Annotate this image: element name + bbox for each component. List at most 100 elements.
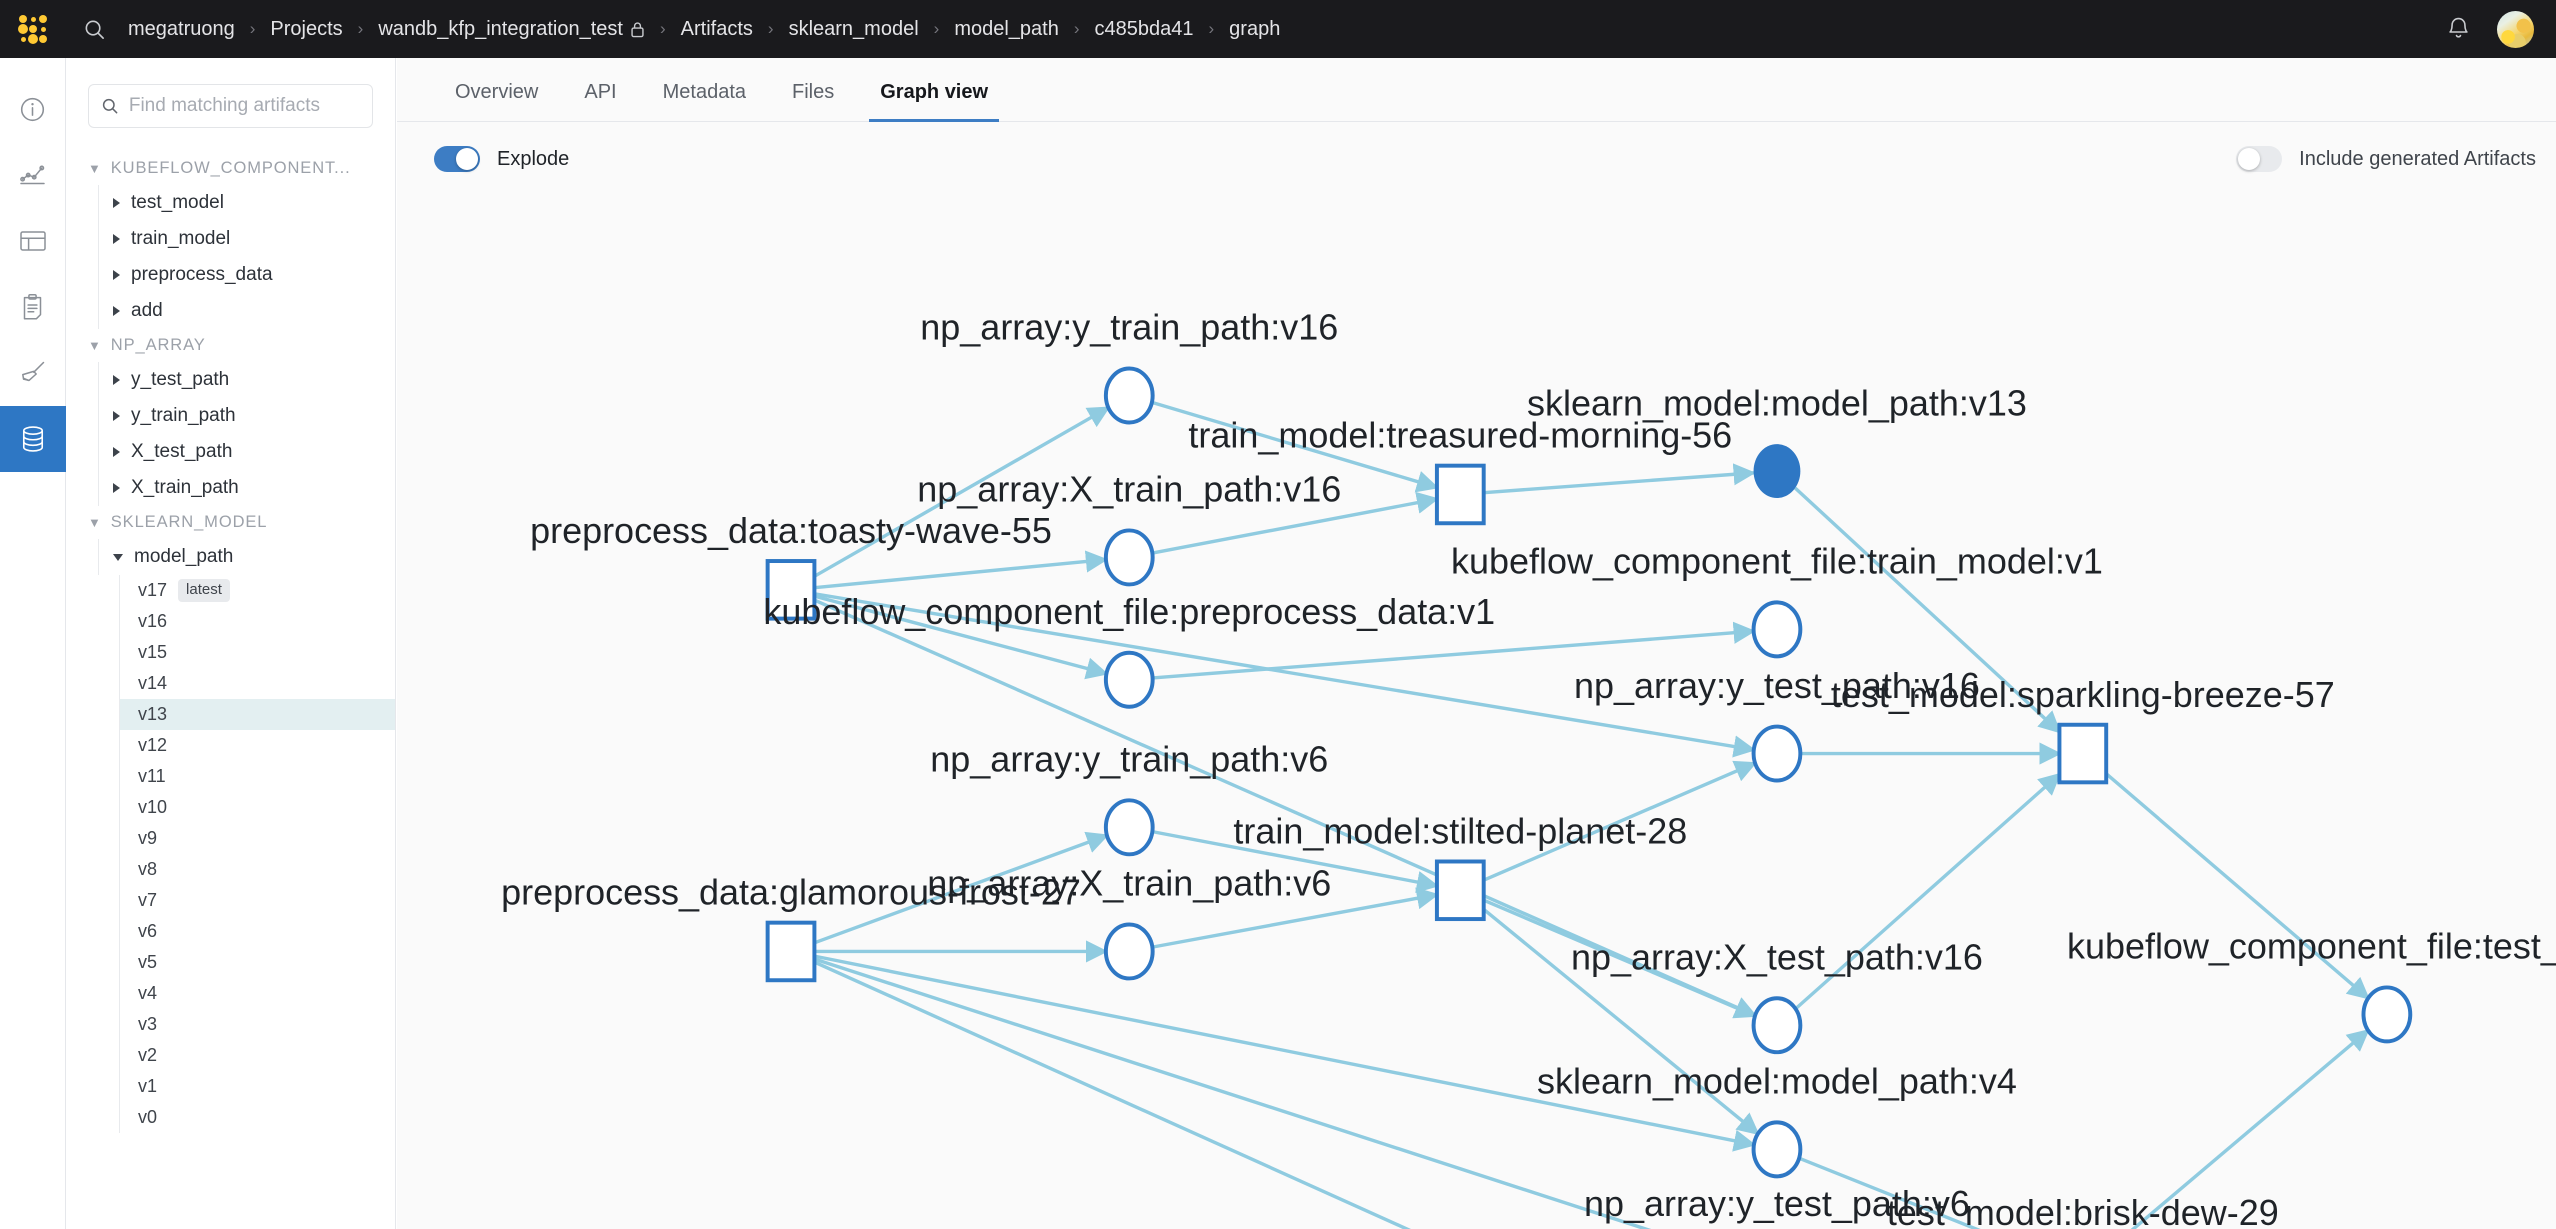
version-item-v3[interactable]: v3 bbox=[120, 1009, 395, 1040]
tree-group-sklearn-model[interactable]: ▼ SKLEARN_MODEL bbox=[66, 506, 395, 539]
graph-canvas[interactable]: preprocess_data:toasty-wave-55 np_array:y… bbox=[397, 194, 2556, 1229]
sidebar-item-tables[interactable] bbox=[0, 208, 66, 274]
version-item-v14[interactable]: v14 bbox=[120, 668, 395, 699]
graph-node-xte16[interactable]: np_array:X_test_path:v16 bbox=[1571, 936, 1983, 1055]
sidebar-item-artifacts[interactable] bbox=[0, 406, 66, 472]
version-item-v1[interactable]: v1 bbox=[120, 1071, 395, 1102]
version-item-v13[interactable]: v13 bbox=[120, 699, 395, 730]
graph-node-yte6[interactable]: np_array:y_test_path:v6 bbox=[1584, 1183, 1970, 1229]
graph-node-kcftr[interactable]: kubeflow_component_file:train_model:v1 bbox=[1451, 541, 2103, 659]
tab-metadata[interactable]: Metadata bbox=[662, 81, 746, 103]
tree-item-test-model[interactable]: test_model bbox=[99, 185, 395, 221]
tab-files[interactable]: Files bbox=[792, 81, 835, 103]
sidebar-item-charts[interactable] bbox=[0, 142, 66, 208]
version-item-v7[interactable]: v7 bbox=[120, 885, 395, 916]
tree-item-label: y_test_path bbox=[131, 369, 230, 390]
graph-node-tm28[interactable]: train_model:stilted-planet-28 bbox=[1233, 810, 1687, 922]
graph-node-tm56[interactable]: train_model:treasured-morning-56 bbox=[1188, 415, 1732, 526]
run-node-shape[interactable] bbox=[1434, 463, 1486, 526]
artifact-node-shape[interactable] bbox=[1103, 922, 1155, 981]
version-item-v0[interactable]: v0 bbox=[120, 1102, 395, 1133]
run-node-shape[interactable] bbox=[2057, 722, 2109, 785]
version-item-v16[interactable]: v16 bbox=[120, 606, 395, 637]
graph-node-kcfte[interactable]: kubeflow_component_file:test_model:v1 bbox=[2067, 926, 2556, 1044]
sidebar-item-sweeps[interactable] bbox=[0, 340, 66, 406]
version-item-v6[interactable]: v6 bbox=[120, 916, 395, 947]
graph-node-xtr6[interactable]: np_array:X_train_path:v6 bbox=[927, 863, 1331, 981]
artifact-node-shape[interactable] bbox=[1751, 600, 1803, 659]
tree-item-preprocess-data[interactable]: preprocess_data bbox=[99, 257, 395, 293]
breadcrumb-item-7[interactable]: graph bbox=[1229, 17, 1281, 40]
graph-node-tm29[interactable]: test_model:brisk-dew-29 bbox=[1887, 1192, 2279, 1229]
chevron-down-icon: ▼ bbox=[88, 161, 102, 176]
tab-graph-view[interactable]: Graph view bbox=[857, 81, 1011, 122]
run-node-shape[interactable] bbox=[765, 559, 817, 621]
run-node-shape[interactable] bbox=[765, 920, 817, 983]
breadcrumb-item-3[interactable]: Artifacts bbox=[680, 17, 753, 40]
breadcrumb-item-6[interactable]: c485bda41 bbox=[1094, 17, 1194, 40]
sidebar-item-info[interactable] bbox=[0, 76, 66, 142]
breadcrumb-item-0[interactable]: megatruong bbox=[128, 17, 235, 40]
graph-node-kcfpd[interactable]: kubeflow_component_file:preprocess_data:… bbox=[763, 591, 1495, 709]
version-item-v15[interactable]: v15 bbox=[120, 637, 395, 668]
global-search-button[interactable] bbox=[66, 0, 122, 58]
artifact-node-shape[interactable] bbox=[1753, 444, 1801, 499]
artifact-node-shape[interactable] bbox=[1751, 996, 1803, 1055]
artifact-node-shape[interactable] bbox=[1103, 366, 1155, 425]
artifact-node-shape[interactable] bbox=[1751, 1120, 1803, 1179]
graph-node-label: np_array:y_train_path:v16 bbox=[920, 307, 1338, 348]
tree-group-label: KUBEFLOW_COMPONENT... bbox=[110, 159, 351, 177]
sidebar-item-reports[interactable] bbox=[0, 274, 66, 340]
graph-edge bbox=[1151, 829, 1440, 893]
tree-group-np-array[interactable]: ▼ NP_ARRAY bbox=[66, 329, 395, 362]
graph-node-pd27[interactable]: preprocess_data:glamorous-frost-27 bbox=[501, 872, 1081, 983]
artifact-node-shape[interactable] bbox=[1103, 650, 1155, 709]
tab-api[interactable]: API bbox=[584, 81, 617, 103]
bell-icon[interactable] bbox=[2446, 16, 2471, 42]
tree-item-x-train-path[interactable]: X_train_path bbox=[99, 470, 395, 506]
artifact-lineage-graph[interactable]: preprocess_data:toasty-wave-55 np_array:y… bbox=[397, 194, 2556, 1229]
graph-node-pd55[interactable]: preprocess_data:toasty-wave-55 bbox=[530, 510, 1052, 621]
run-node-shape[interactable] bbox=[1434, 859, 1486, 922]
artifact-search[interactable] bbox=[88, 84, 373, 128]
artifact-node-shape[interactable] bbox=[2361, 985, 2413, 1044]
tree-item-x-test-path[interactable]: X_test_path bbox=[99, 434, 395, 470]
graph-node-smp4[interactable]: sklearn_model:model_path:v4 bbox=[1537, 1061, 2017, 1179]
explode-toggle[interactable] bbox=[434, 146, 480, 172]
search-input[interactable] bbox=[128, 95, 360, 117]
breadcrumb-item-4[interactable]: sklearn_model bbox=[788, 17, 919, 40]
version-item-v12[interactable]: v12 bbox=[120, 730, 395, 761]
graph-node-xtr16[interactable]: np_array:X_train_path:v16 bbox=[917, 469, 1341, 587]
artifact-node-shape[interactable] bbox=[1103, 528, 1155, 587]
version-item-v8[interactable]: v8 bbox=[120, 854, 395, 885]
tree-group-kubeflow-component[interactable]: ▼ KUBEFLOW_COMPONENT... bbox=[66, 152, 395, 185]
version-item-v11[interactable]: v11 bbox=[120, 761, 395, 792]
include-generated-toggle[interactable] bbox=[2236, 146, 2283, 172]
app-logo-button[interactable] bbox=[0, 0, 66, 58]
version-label: v14 bbox=[138, 673, 168, 693]
breadcrumb-item-2[interactable]: wandb_kfp_integration_test bbox=[376, 18, 647, 41]
tree-item-add[interactable]: add bbox=[99, 293, 395, 329]
tab-overview[interactable]: Overview bbox=[455, 81, 539, 103]
version-item-v10[interactable]: v10 bbox=[120, 792, 395, 823]
breadcrumb-item-5[interactable]: model_path bbox=[954, 17, 1059, 40]
tree-item-train-model[interactable]: train_model bbox=[99, 221, 395, 257]
tree-item-y-test-path[interactable]: y_test_path bbox=[99, 362, 395, 398]
version-item-v5[interactable]: v5 bbox=[120, 947, 395, 978]
breadcrumb-item-1[interactable]: Projects bbox=[270, 17, 343, 40]
graph-node-tm57[interactable]: test_model:sparkling-breeze-57 bbox=[1831, 674, 2335, 785]
graph-node-yte16[interactable]: np_array:y_test_path:v16 bbox=[1574, 665, 1980, 783]
graph-node-ytr6[interactable]: np_array:y_train_path:v6 bbox=[930, 739, 1328, 857]
version-item-v2[interactable]: v2 bbox=[120, 1040, 395, 1071]
tree-item-model-path[interactable]: model_path bbox=[99, 539, 395, 575]
graph-node-smp13[interactable]: sklearn_model:model_path:v13 bbox=[1527, 382, 2027, 499]
graph-node-ytr16[interactable]: np_array:y_train_path:v16 bbox=[920, 307, 1338, 425]
artifact-node-shape[interactable] bbox=[1103, 798, 1155, 857]
avatar[interactable] bbox=[2497, 10, 2534, 48]
version-item-v9[interactable]: v9 bbox=[120, 823, 395, 854]
version-label: v9 bbox=[138, 828, 158, 848]
artifact-node-shape[interactable] bbox=[1751, 724, 1803, 783]
version-item-v4[interactable]: v4 bbox=[120, 978, 395, 1009]
tree-item-y-train-path[interactable]: y_train_path bbox=[99, 398, 395, 434]
